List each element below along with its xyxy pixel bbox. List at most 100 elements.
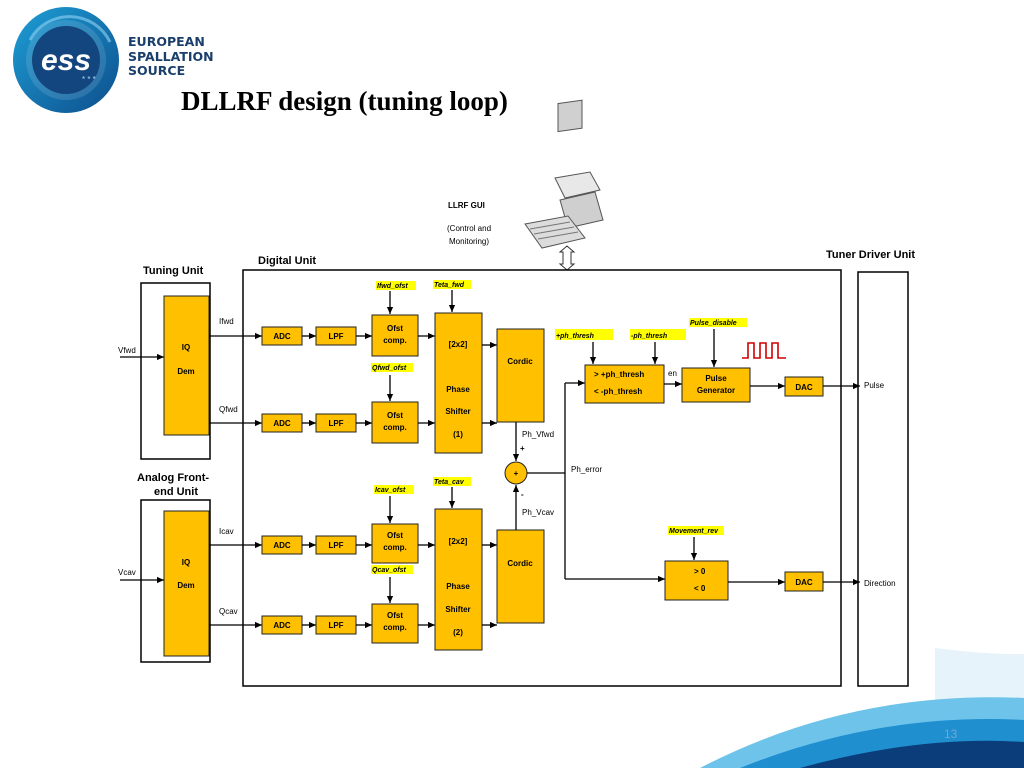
section-digital-unit: Digital Unit — [258, 255, 316, 267]
param-qcav-ofst: Qcav_ofst — [372, 567, 407, 574]
logo-mark: ess — [41, 44, 91, 77]
svg-text:Cordic: Cordic — [507, 357, 533, 366]
iq-dem-cav-label2: Dem — [177, 581, 194, 590]
lpf-qfwd: LPF — [315, 413, 357, 433]
param-pulse-disable-bg — [689, 318, 747, 327]
svg-text:Cordic: Cordic — [507, 559, 533, 568]
svg-text:+: + — [514, 469, 519, 478]
logo-wordmark: EUROPEAN SPALLATION SOURCE — [128, 34, 214, 79]
logo-line-2: SPALLATION — [128, 48, 214, 64]
svg-text:Shifter: Shifter — [445, 407, 470, 416]
signal-direction-out: Direction — [864, 579, 896, 588]
svg-text:< 0: < 0 — [694, 584, 706, 593]
svg-text:LPF: LPF — [328, 621, 343, 630]
signal-en: en — [668, 369, 677, 378]
gui-sub2: Monitoring) — [449, 237, 489, 246]
svg-text:comp.: comp. — [383, 423, 407, 432]
svg-text:> 0: > 0 — [694, 567, 706, 576]
svg-text:(2): (2) — [453, 628, 463, 637]
pulse-generator: Pulse Generator — [681, 367, 751, 403]
param-minus-ph-thresh: -ph_thresh — [631, 333, 667, 340]
section-tuning-unit: Tuning Unit — [143, 265, 204, 277]
ofst-comp-ifwd: Ofst comp. — [371, 314, 419, 357]
iq-dem-cav — [163, 510, 210, 657]
direction-comparator: > 0 < 0 — [664, 560, 729, 601]
param-minus-ph-thresh-bg — [630, 329, 686, 340]
iq-dem-fwd — [163, 295, 210, 436]
svg-text:ADC: ADC — [273, 621, 291, 630]
param-qfwd-ofst: Qfwd_ofst — [372, 365, 407, 372]
adc-qfwd: ADC — [261, 413, 303, 433]
iq-dem-fwd-label: IQ — [182, 343, 190, 352]
adc-ifwd: ADC — [261, 326, 303, 346]
svg-text:Phase: Phase — [446, 582, 470, 591]
param-teta-cav-bg — [433, 477, 471, 486]
cordic-fwd: Cordic — [496, 328, 545, 423]
svg-text:ADC: ADC — [273, 332, 291, 341]
param-qcav-ofst-bg — [371, 565, 413, 574]
pulse-waveform-icon — [742, 342, 786, 359]
svg-text:LPF: LPF — [328, 541, 343, 550]
svg-text:comp.: comp. — [383, 336, 407, 345]
signal-pulse-out: Pulse — [864, 381, 885, 390]
tuning-unit-box — [140, 282, 211, 460]
svg-text:< -ph_thresh: < -ph_thresh — [594, 387, 642, 396]
lpf-icav: LPF — [315, 535, 357, 555]
param-qfwd-ofst-bg — [371, 363, 413, 372]
summing-junction: + — [504, 461, 528, 485]
svg-text:DAC: DAC — [795, 578, 813, 587]
svg-text:DAC: DAC — [795, 383, 813, 392]
svg-text:Pulse: Pulse — [705, 374, 727, 383]
section-afe-line1: Analog Front- — [137, 472, 209, 484]
signal-ph-vfwd: Ph_Vfwd — [522, 430, 554, 439]
phase-shifter-2: [2x2] Phase Shifter (2) — [434, 508, 483, 651]
lpf-ifwd: LPF — [315, 326, 357, 346]
signal-ph-vcav: Ph_Vcav — [522, 508, 554, 517]
corner-swoosh — [700, 648, 1024, 768]
ess-logo: ess * * * — [13, 7, 119, 113]
svg-text:Ofst: Ofst — [387, 531, 403, 540]
gui-link-arrow — [558, 245, 576, 271]
iq-dem-fwd-label2: Dem — [177, 367, 194, 376]
svg-text:Shifter: Shifter — [445, 605, 470, 614]
param-icav-ofst: Icav_ofst — [375, 487, 406, 494]
gui-title: LLRF GUI — [448, 201, 485, 210]
svg-text:ADC: ADC — [273, 541, 291, 550]
iq-dem-cav-label: IQ — [182, 558, 190, 567]
signal-qcav: Qcav — [219, 607, 238, 616]
svg-text:(1): (1) — [453, 430, 463, 439]
digital-unit-box — [242, 269, 842, 687]
svg-text:comp.: comp. — [383, 543, 407, 552]
page-number: 13 — [944, 727, 958, 741]
param-teta-fwd: Teta_fwd — [434, 282, 465, 289]
svg-text:[2x2]: [2x2] — [449, 537, 468, 546]
svg-text:Ofst: Ofst — [387, 411, 403, 420]
slide-title: DLLRF design (tuning loop) — [181, 86, 508, 116]
section-tuner-driver-unit: Tuner Driver Unit — [826, 249, 915, 261]
signal-vfwd: Vfwd — [118, 346, 136, 355]
adc-icav: ADC — [261, 535, 303, 555]
ofst-comp-qcav: Ofst comp. — [371, 603, 419, 644]
logo-line-1: EUROPEAN — [128, 34, 205, 49]
dac-direction: DAC — [784, 571, 824, 592]
lpf-qcav: LPF — [315, 615, 357, 635]
param-teta-fwd-bg — [433, 280, 471, 289]
afe-unit-box — [140, 499, 211, 663]
signal-icav: Icav — [219, 527, 234, 536]
threshold-comparator: > +ph_thresh < -ph_thresh — [584, 364, 665, 404]
svg-text:Ofst: Ofst — [387, 611, 403, 620]
svg-text:LPF: LPF — [328, 332, 343, 341]
param-pulse-disable: Pulse_disable — [690, 320, 737, 327]
param-icav-ofst-bg — [374, 485, 414, 494]
signal-qfwd: Qfwd — [219, 405, 238, 414]
svg-text:Ofst: Ofst — [387, 324, 403, 333]
param-plus-ph-thresh: +ph_thresh — [556, 333, 594, 340]
ofst-comp-icav: Ofst comp. — [371, 523, 419, 564]
param-ifwd-ofst: Ifwd_ofst — [377, 283, 408, 290]
phase-shifter-1: [2x2] Phase Shifter (1) — [434, 312, 483, 454]
param-plus-ph-thresh-bg — [555, 329, 613, 340]
svg-text:ADC: ADC — [273, 419, 291, 428]
gui-sub1: (Control and — [447, 224, 491, 233]
